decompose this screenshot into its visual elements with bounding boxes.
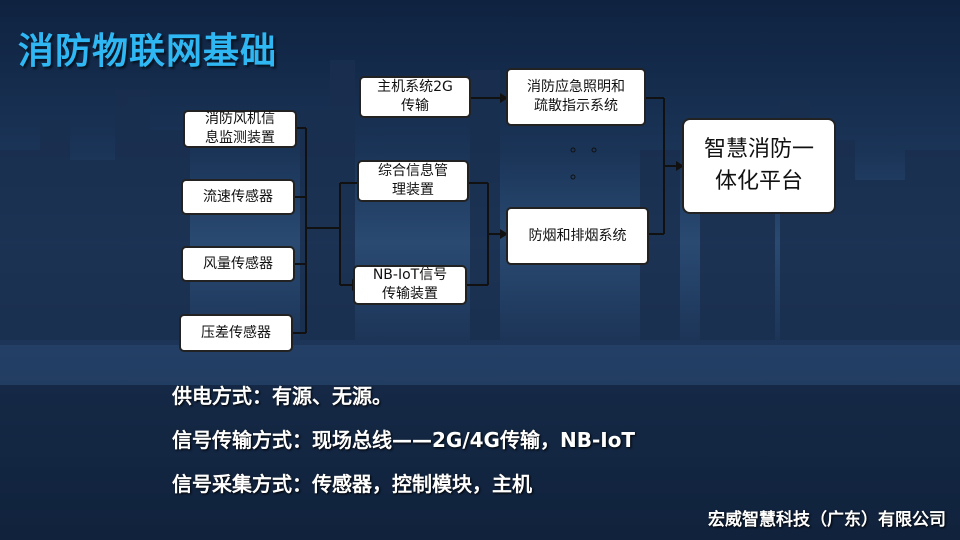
bullet-power-supply: 供电方式：有源、无源。 — [172, 384, 392, 408]
bullet-signal-transmission: 信号传输方式：现场总线——2G/4G传输，NB-IoT — [172, 428, 636, 452]
sensor-box-flow: 流速传感器 — [181, 179, 295, 215]
transmission-box-nbiot: NB-IoT信号 传输装置 — [353, 265, 467, 305]
system-box-smoke-exhaust: 防烟和排烟系统 — [506, 207, 649, 265]
sensor-box-air-volume: 风量传感器 — [181, 246, 295, 282]
transmission-box-info-mgmt: 综合信息管 理装置 — [357, 160, 469, 202]
sensor-box-pressure-diff: 压差传感器 — [179, 314, 293, 352]
sensor-box-fan-monitor: 消防风机信 息监测装置 — [183, 110, 297, 148]
page-title: 消防物联网基础 — [18, 31, 278, 72]
transmission-box-2g: 主机系统2G 传输 — [359, 76, 471, 118]
bullet-signal-acquisition: 信号采集方式：传感器，控制模块，主机 — [172, 472, 532, 496]
company-footer: 宏威智慧科技（广东）有限公司 — [708, 510, 946, 530]
system-box-emergency-lighting: 消防应急照明和 疏散指示系统 — [506, 68, 646, 126]
platform-box-smart-fire: 智慧消防一 体化平台 — [682, 118, 836, 214]
